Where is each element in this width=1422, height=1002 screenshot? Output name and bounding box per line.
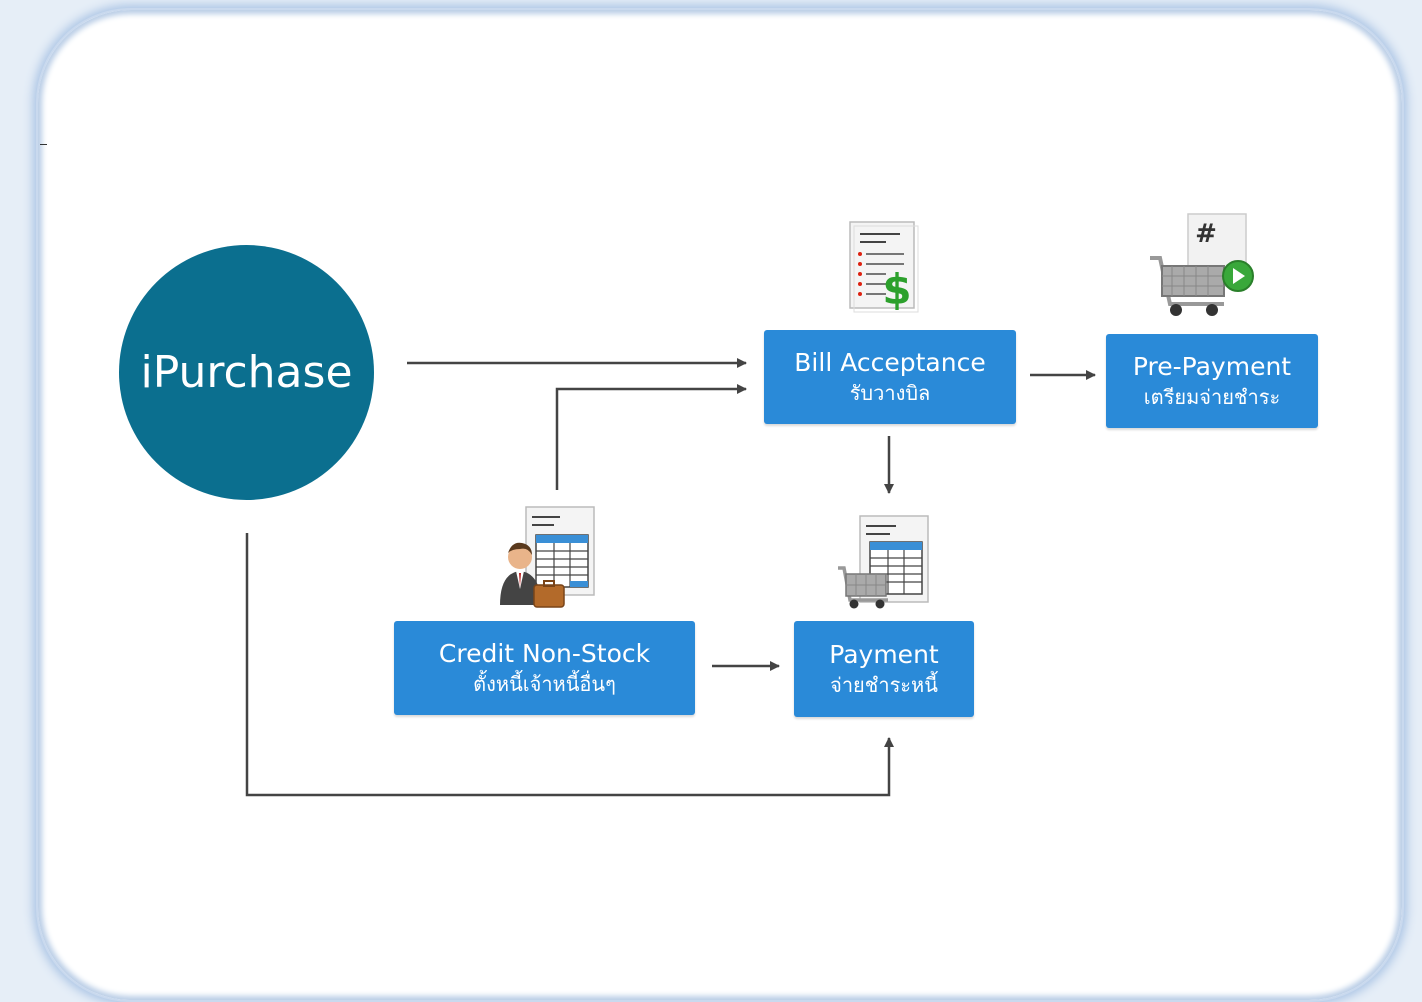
credit-non-stock-thai-label: ตั้งหนี้เจ้าหนี้อื่นๆ xyxy=(473,672,616,696)
cart-document-icon xyxy=(836,514,936,614)
credit-non-stock-box: Credit Non-Stock ตั้งหนี้เจ้าหนี้อื่นๆ xyxy=(394,621,695,715)
svg-text:$: $ xyxy=(882,265,911,314)
invoice-dollar-icon: $ xyxy=(846,218,924,320)
bill-acceptance-label: Bill Acceptance xyxy=(794,348,986,377)
svg-text:#: # xyxy=(1195,219,1217,249)
arrow-ipurchase-to-payment xyxy=(245,533,894,797)
credit-non-stock-label: Credit Non-Stock xyxy=(438,639,651,668)
payment-label: Payment xyxy=(829,640,939,669)
pre-payment-box: Pre-Payment เตรียมจ่ายชำระ xyxy=(1106,334,1318,428)
cart-hash-play-icon: # xyxy=(1146,212,1258,324)
ipurchase-label: iPurchase xyxy=(140,347,353,398)
connectors xyxy=(245,358,1096,797)
diagram-frame xyxy=(36,8,1404,1002)
pre-payment-label: Pre-Payment xyxy=(1132,352,1292,381)
arrow-credit-to-bill xyxy=(555,384,747,490)
businessman-document-icon xyxy=(498,505,606,615)
payment-thai-label: จ่ายชำระหนี้ xyxy=(830,673,938,697)
payment-box: Payment จ่ายชำระหนี้ xyxy=(794,621,974,717)
stray-mark xyxy=(40,144,47,145)
bill-acceptance-thai-label: รับวางบิล xyxy=(849,381,931,405)
pre-payment-thai-label: เตรียมจ่ายชำระ xyxy=(1143,385,1281,409)
bill-acceptance-box: Bill Acceptance รับวางบิล xyxy=(764,330,1016,424)
ipurchase-node: iPurchase xyxy=(119,245,374,500)
